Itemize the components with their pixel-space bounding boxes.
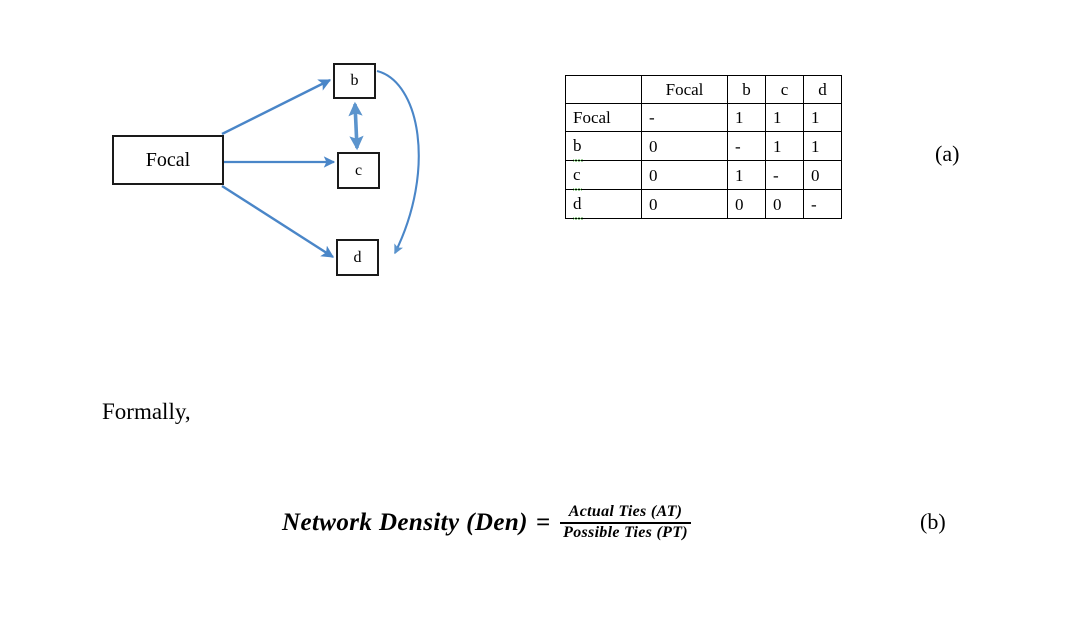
table-row: d 0 0 0 - [565, 189, 842, 220]
edge-focal-to-d [221, 184, 335, 259]
matrix-row-header-c: c [565, 160, 642, 191]
node-c[interactable]: c [337, 152, 380, 189]
matrix-cell-focal-c: 1 [765, 103, 804, 132]
formally-text: Formally, [102, 399, 191, 424]
table-row: c 0 1 - 0 [565, 160, 842, 191]
matrix-cell-c-c: - [765, 160, 804, 190]
node-focal[interactable]: Focal [112, 135, 224, 185]
node-focal-label: Focal [145, 148, 191, 171]
spellcheck-underline-b: b [573, 132, 582, 162]
matrix-cell-focal-focal: - [641, 103, 728, 132]
matrix-cell-b-c: 1 [765, 131, 804, 161]
matrix-cell-b-d: 1 [803, 131, 842, 161]
matrix-cell-focal-b: 1 [727, 103, 766, 132]
network-density-formula: Network Density (Den) = Actual Ties (AT)… [282, 503, 691, 543]
formula-equals-sign: = [535, 508, 551, 536]
matrix-cell-c-d: 0 [803, 160, 842, 190]
matrix-cell-b-b: - [727, 131, 766, 161]
formula-fraction-bar [560, 521, 691, 524]
matrix-col-header-d: d [803, 75, 842, 104]
formula-fraction: Actual Ties (AT) Possible Ties (PT) [560, 503, 691, 543]
matrix-cell-c-focal: 0 [641, 160, 728, 190]
figure-label-a: (a) [935, 141, 960, 166]
spellcheck-underline-c: c [573, 161, 582, 191]
matrix-row-header-b: b [565, 131, 642, 162]
figure-label-b: (b) [920, 509, 946, 534]
table-row: Focal - 1 1 1 [565, 103, 842, 132]
edge-b-to-c-bidirectional [348, 101, 364, 151]
table-row: b 0 - 1 1 [565, 131, 842, 162]
matrix-col-header-c: c [765, 75, 804, 104]
formula-denominator: Possible Ties (PT) [563, 523, 688, 541]
adjacency-matrix-table: Focal b c d Focal - 1 1 1 b 0 - 1 1 c 0 [565, 75, 842, 220]
matrix-corner-cell [565, 75, 642, 104]
spellcheck-underline-d: d [573, 190, 582, 220]
matrix-cell-focal-d: 1 [803, 103, 842, 132]
matrix-cell-d-c: 0 [765, 189, 804, 219]
node-d-label: d [353, 248, 362, 266]
matrix-cell-d-d: - [803, 189, 842, 219]
matrix-cell-b-focal: 0 [641, 131, 728, 161]
node-b[interactable]: b [333, 63, 376, 99]
matrix-row-header-focal: Focal [565, 103, 642, 132]
matrix-col-header-b: b [727, 75, 766, 104]
matrix-row-header-d: d [565, 189, 642, 220]
edge-focal-to-b [221, 78, 332, 136]
edge-b-to-d-curved [376, 69, 420, 255]
node-d[interactable]: d [336, 239, 379, 276]
matrix-col-header-focal: Focal [641, 75, 728, 104]
node-c-label: c [354, 161, 363, 179]
matrix-header-row: Focal b c d [565, 75, 842, 104]
network-diagram: Focal b c d [0, 0, 540, 320]
matrix-cell-d-focal: 0 [641, 189, 728, 219]
node-b-label: b [350, 72, 359, 89]
matrix-cell-d-b: 0 [727, 189, 766, 219]
diagram-edges-svg [221, 69, 420, 259]
formula-numerator: Actual Ties (AT) [568, 503, 683, 520]
formula-left-hand-side: Network Density (Den) [282, 508, 528, 536]
matrix-cell-c-b: 1 [727, 160, 766, 190]
